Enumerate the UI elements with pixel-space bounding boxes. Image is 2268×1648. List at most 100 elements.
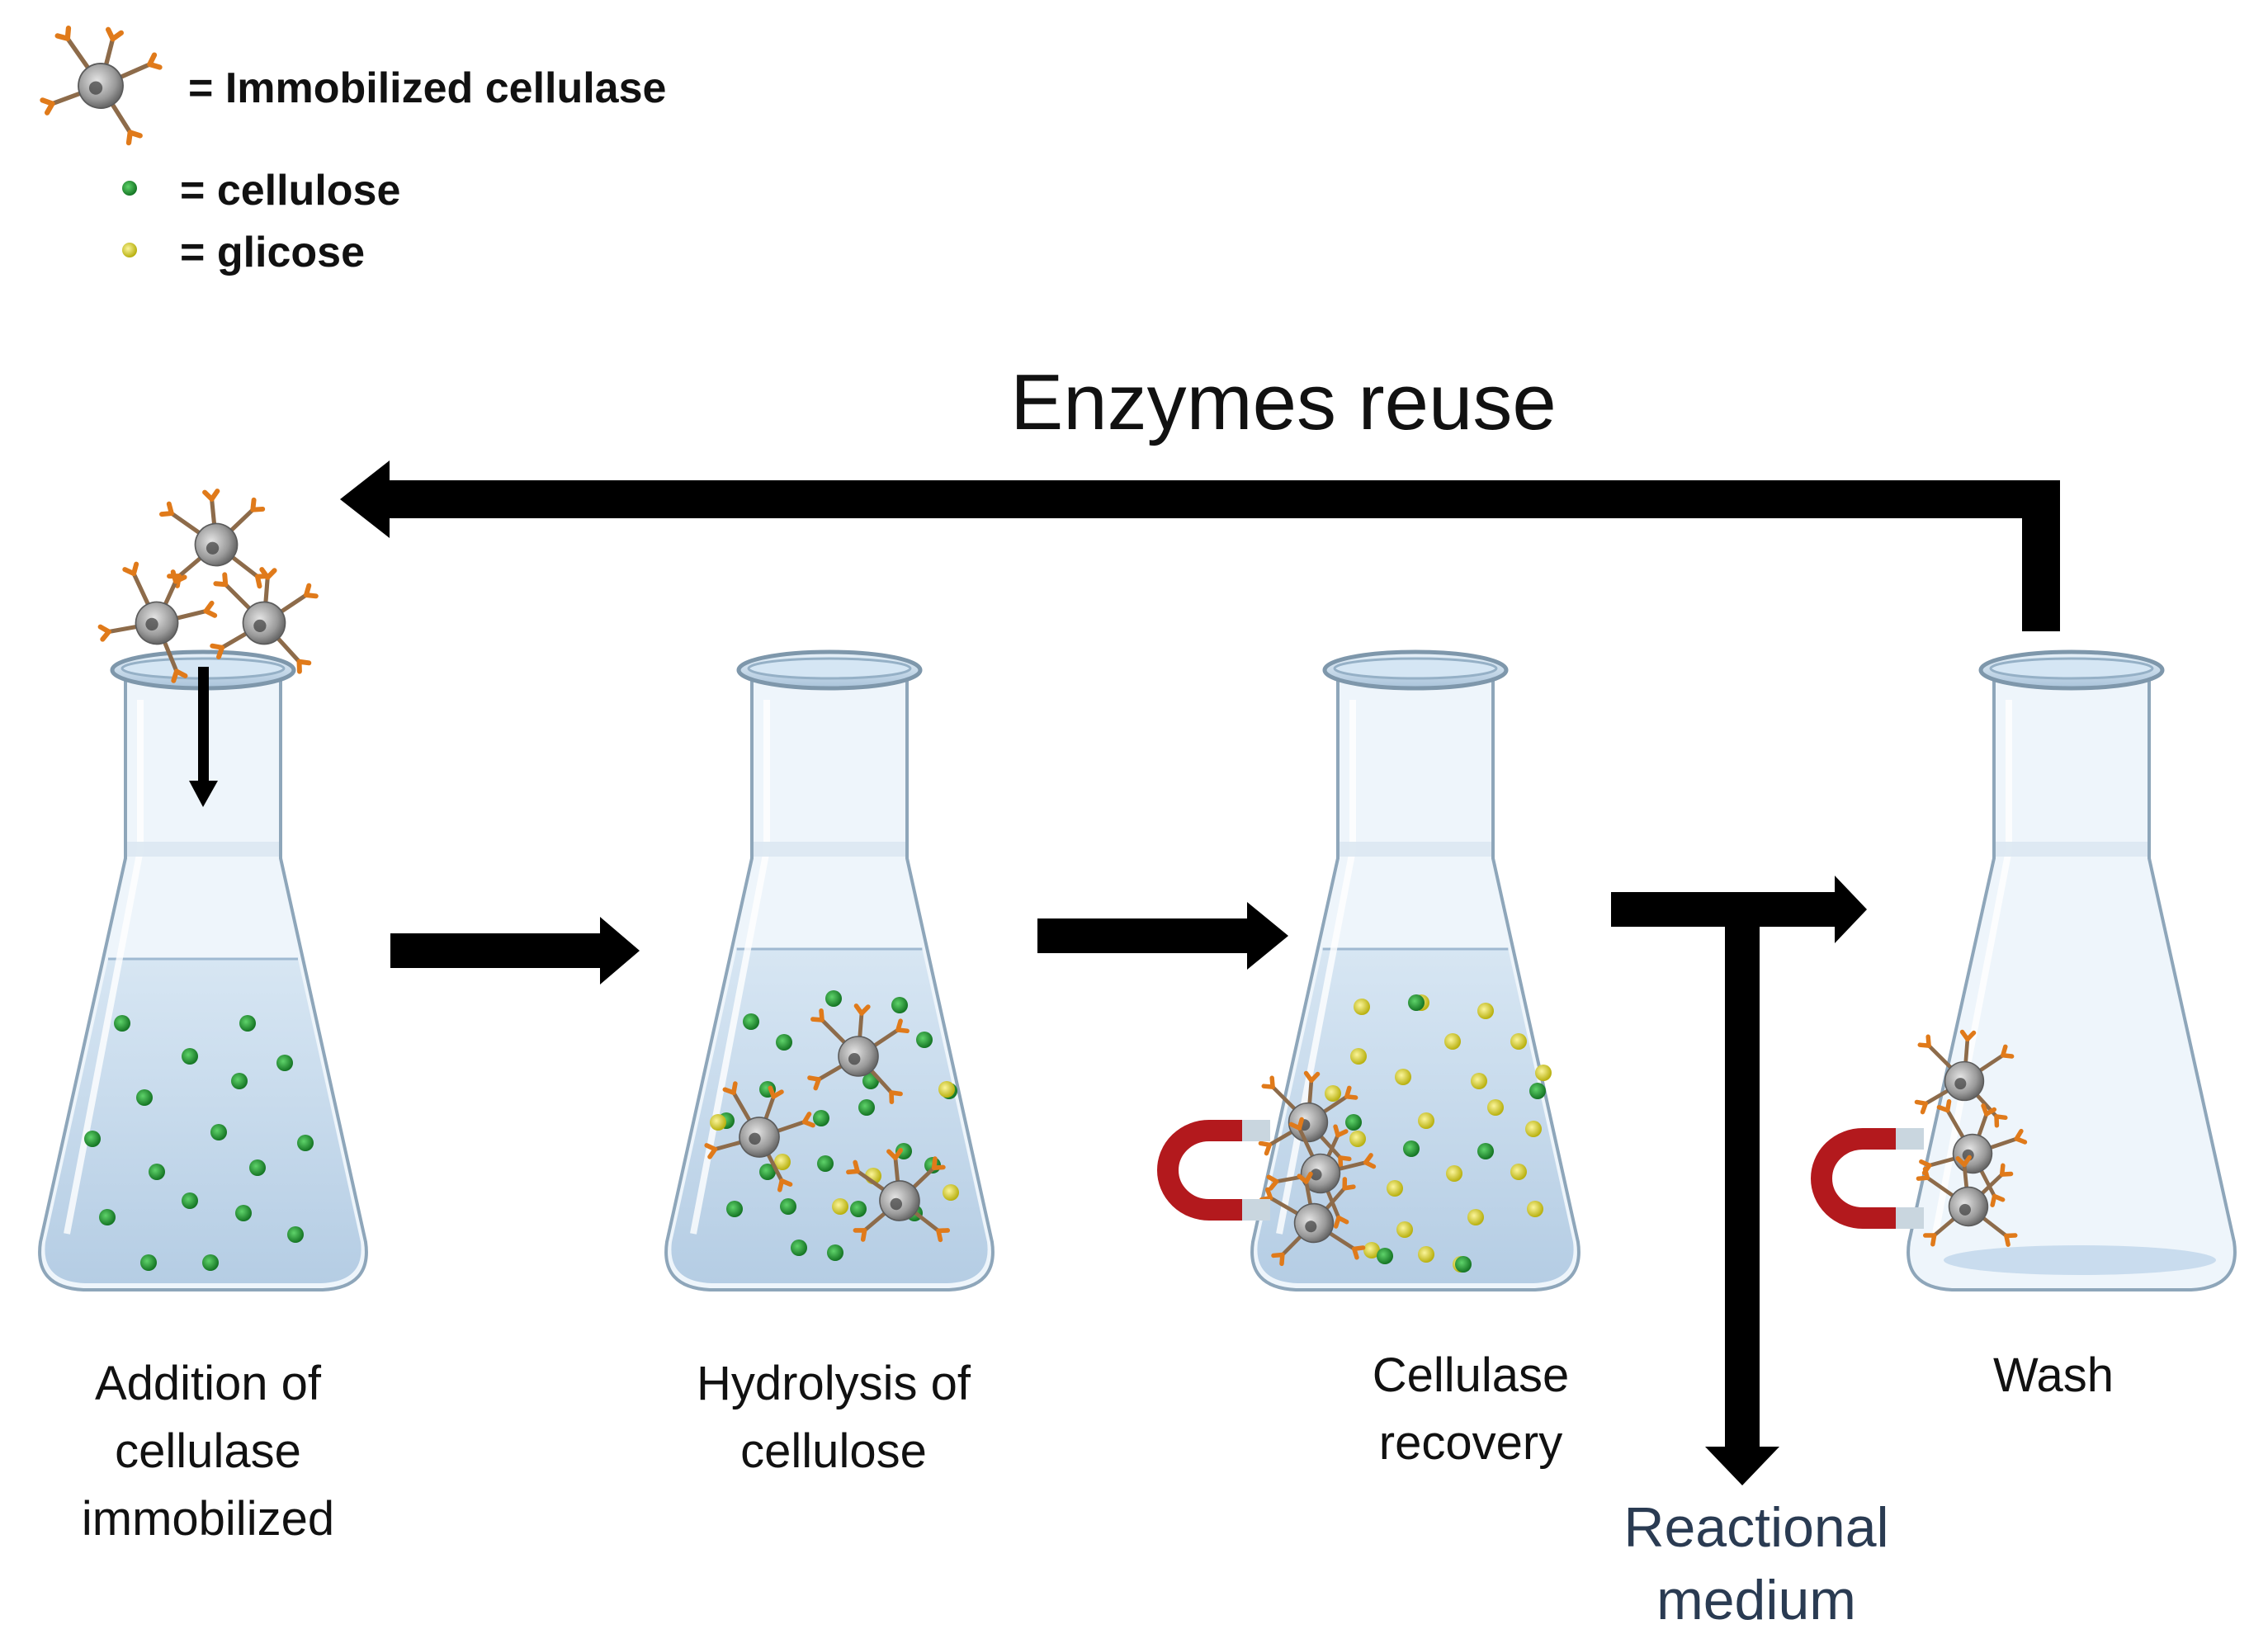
glucose-particle-icon [1527, 1201, 1543, 1217]
cellulose-particle-icon [726, 1201, 743, 1217]
immobilized-cellulase-icon [159, 489, 270, 589]
cellulose-particle-icon [276, 1055, 293, 1071]
cellulose-particle-icon [1529, 1083, 1546, 1099]
glucose-particle-icon [1510, 1164, 1527, 1180]
immobilized-cellulase-icon [704, 1081, 815, 1192]
caption-line: Wash [1993, 1348, 2114, 1402]
legend-glucose-label: = glicose [180, 229, 365, 276]
glucose-particle-icon [1510, 1033, 1527, 1050]
immobilized-cellulase-icon [210, 567, 319, 674]
step-arrow [1611, 876, 1867, 943]
cellulose-particle-icon [99, 1209, 116, 1225]
glucose-particle-icon [710, 1114, 726, 1131]
cellulose-particle-icon [813, 1110, 829, 1126]
caption-line: recovery [1379, 1416, 1562, 1470]
immobilized-cellulase-icon [1266, 1117, 1377, 1229]
cellulose-particle-icon [891, 997, 908, 1013]
cellulose-particle-icon [114, 1015, 130, 1032]
cellulose-particle-icon [1403, 1140, 1420, 1157]
glucose-particle-icon [1349, 1131, 1366, 1147]
cellulose-particle-icon [84, 1131, 101, 1147]
cellulose-particle-icon [1477, 1143, 1494, 1159]
glucose-particle-icon [1525, 1121, 1542, 1137]
erlenmeyer-flask-icon [1250, 649, 1581, 1291]
addition-arrow [189, 667, 218, 807]
cellulose-particle-icon [1455, 1256, 1472, 1273]
glucose-particle-icon [1395, 1069, 1411, 1085]
cellulose-particle-icon [149, 1164, 165, 1180]
caption-line: cellulase [115, 1424, 301, 1478]
cellulose-particle-icon [1345, 1114, 1362, 1131]
enzymes-layer [97, 489, 2028, 1267]
caption-line: Addition of [95, 1357, 322, 1410]
particles-layer [84, 990, 1552, 1273]
enzyme-reuse-arrow [340, 460, 2060, 631]
immobilized-cellulase-icon [1259, 1171, 1366, 1267]
caption-line: medium [1656, 1569, 1856, 1631]
glucose-particle-icon [1418, 1112, 1434, 1129]
legend-cellulose-label: = cellulose [180, 167, 400, 215]
step-caption-3: Cellulase recovery [1373, 1348, 1570, 1470]
glucose-particle-icon [1418, 1246, 1434, 1263]
cellulose-particle-icon [850, 1201, 867, 1217]
glucose-particle-icon [1477, 1003, 1494, 1019]
cellulose-particle-icon [858, 1099, 875, 1116]
immobilized-cellulase-icon [1258, 1070, 1358, 1169]
immobilized-cellulase-icon [846, 1148, 951, 1243]
cellulose-particle-icon [743, 1013, 759, 1030]
cellulose-particle-icon [791, 1240, 807, 1256]
cellulose-particle-icon [287, 1226, 304, 1243]
caption-line: Cellulase [1373, 1348, 1570, 1402]
cellulose-particle-icon [239, 1015, 256, 1032]
glucose-particle-icon [774, 1154, 791, 1170]
glucose-particle-icon [1471, 1073, 1487, 1089]
glucose-particle-icon [1487, 1099, 1504, 1116]
cellulose-particle-icon [759, 1164, 776, 1180]
glucose-particle-icon [943, 1184, 959, 1201]
glucose-particle-icon [938, 1081, 955, 1098]
step-caption-2: Hydrolysis of cellulose [697, 1357, 971, 1478]
diagram-title: Enzymes reuse [1010, 358, 1557, 446]
cellulose-particle-icon [122, 181, 137, 196]
glucose-particle-icon [1325, 1085, 1341, 1102]
glucose-particle-icon [1350, 1048, 1367, 1065]
step-arrow [390, 917, 640, 985]
cellulose-particle-icon [249, 1159, 266, 1176]
erlenmeyer-flask-icon [1907, 649, 2237, 1291]
cellulose-particle-icon [231, 1073, 248, 1089]
glucose-particle-icon [1444, 1033, 1461, 1050]
glucose-particle-icon [1396, 1221, 1413, 1238]
glucose-particle-icon [832, 1198, 848, 1215]
glucose-particle-icon [1535, 1065, 1552, 1081]
immobilized-cellulase-icon [1914, 1029, 2015, 1128]
immobilized-cellulase-icon [40, 25, 163, 146]
reactional-medium-arrow [1705, 912, 1779, 1485]
cellulose-particle-icon [827, 1244, 843, 1261]
cellulose-particle-icon [1408, 994, 1425, 1011]
step-arrow [1037, 902, 1288, 970]
cellulose-particle-icon [136, 1089, 153, 1106]
cellulose-particle-icon [297, 1135, 314, 1151]
immobilized-cellulase-icon [1916, 1155, 2018, 1247]
caption-line: cellulose [740, 1424, 927, 1478]
cellulose-particle-icon [210, 1124, 227, 1140]
cellulose-particle-icon [780, 1198, 796, 1215]
cellulose-particle-icon [182, 1048, 198, 1065]
immobilized-cellulase-icon [807, 1003, 910, 1104]
step-caption-1: Addition of cellulase immobilized [82, 1357, 334, 1546]
magnet-icon [1811, 1128, 1924, 1229]
cellulose-particle-icon [202, 1254, 219, 1271]
caption-line: Reactional [1623, 1496, 1888, 1559]
magnet-icon [1157, 1120, 1270, 1221]
glucose-particle-icon [122, 243, 137, 257]
glucose-particle-icon [1363, 1242, 1380, 1258]
cellulose-particle-icon [140, 1254, 157, 1271]
caption-line: Hydrolysis of [697, 1357, 971, 1410]
cellulose-particle-icon [817, 1155, 834, 1172]
immobilized-cellulase-icon [40, 25, 163, 146]
cellulose-particle-icon [825, 990, 842, 1007]
legend: = Immobilized cellulase = cellulose = gl… [40, 25, 666, 276]
output-caption: Reactional medium [1623, 1496, 1888, 1631]
step-caption-4: Wash [1993, 1348, 2114, 1402]
